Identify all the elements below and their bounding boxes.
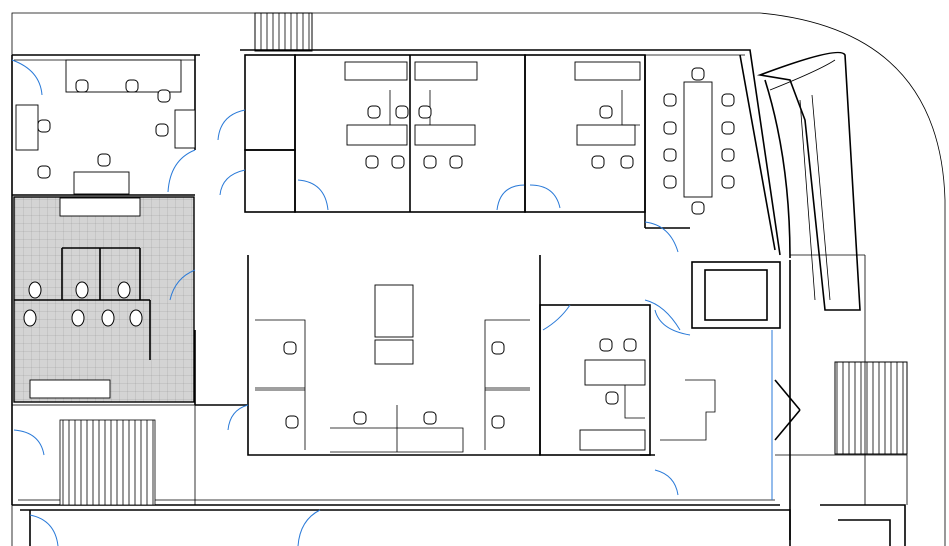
chair-icon [721, 93, 735, 107]
toilet-icon [23, 309, 37, 327]
chair-icon [721, 175, 735, 189]
chair-icon [418, 105, 432, 119]
chair-icon [395, 105, 409, 119]
toilet-icon [75, 281, 89, 299]
top-stairs [254, 12, 313, 52]
right-stairs [775, 254, 908, 505]
chair-icon [37, 165, 51, 179]
chair-icon [367, 105, 381, 119]
lower-right-office [539, 304, 691, 496]
chair-icon [423, 411, 437, 425]
toilet-icon [28, 281, 42, 299]
chair-icon [591, 155, 605, 169]
chair-icon [691, 67, 705, 81]
chair-icon [605, 391, 619, 405]
storage-closets [217, 54, 296, 213]
chair-icon [620, 155, 634, 169]
chair-icon [97, 153, 111, 167]
restrooms [13, 196, 196, 405]
chairs [23, 67, 735, 429]
twin-offices [294, 54, 526, 213]
exterior-wall [11, 49, 791, 540]
chair-icon [283, 341, 297, 355]
toilet-icon [101, 309, 115, 327]
chair-icon [721, 148, 735, 162]
chair-icon [663, 175, 677, 189]
chair-icon [721, 121, 735, 135]
chair-icon [423, 155, 437, 169]
chair-icon [623, 338, 637, 352]
site-boundary [11, 12, 946, 546]
chair-icon [75, 79, 89, 93]
lower-left-stairs [11, 404, 196, 506]
open-office [195, 255, 655, 456]
chair-icon [155, 123, 169, 137]
right-office [524, 54, 646, 213]
bottom-rooms [20, 504, 906, 546]
chair-icon [157, 89, 171, 103]
toilet-icon [117, 281, 131, 299]
reception-counter [660, 330, 801, 500]
chair-icon [37, 119, 51, 133]
conference-room [644, 54, 776, 253]
chair-icon [391, 155, 405, 169]
chair-icon [599, 338, 613, 352]
toilet-icon [71, 309, 85, 327]
chair-icon [663, 121, 677, 135]
chair-icon [449, 155, 463, 169]
chair-icon [285, 415, 299, 429]
chair-icon [491, 341, 505, 355]
reception-desk [756, 51, 861, 311]
chair-icon [353, 411, 367, 425]
chair-icon [125, 79, 139, 93]
elevator [644, 261, 781, 331]
chair-icon [663, 93, 677, 107]
chair-icon [691, 201, 705, 215]
chair-icon [365, 155, 379, 169]
chair-icon [491, 415, 505, 429]
chair-icon [599, 105, 613, 119]
chair-icon [663, 148, 677, 162]
toilet-icon [129, 309, 143, 327]
